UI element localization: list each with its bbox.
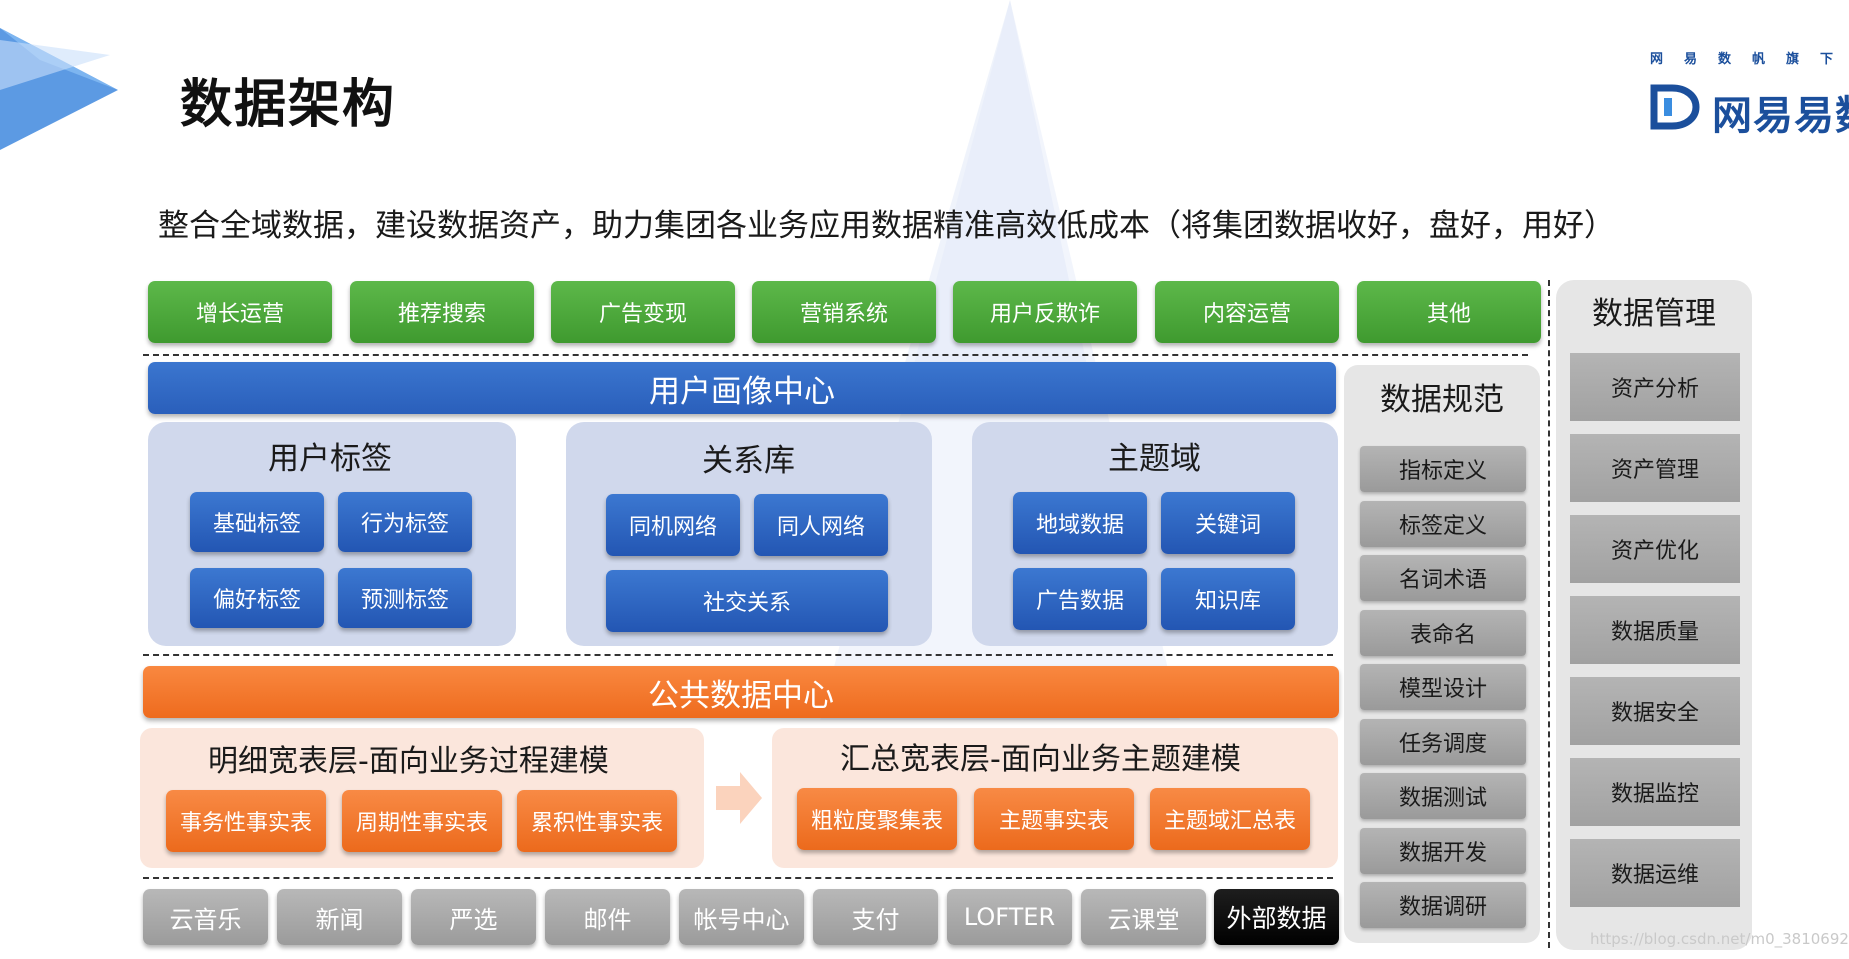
- source-cloud-music[interactable]: 云音乐: [143, 889, 268, 945]
- public-data-center-bar: 公共数据中心: [143, 666, 1339, 718]
- relation-social[interactable]: 社交关系: [606, 570, 888, 632]
- subject-ad-data[interactable]: 广告数据: [1013, 568, 1147, 630]
- source-payment[interactable]: 支付: [813, 889, 938, 945]
- source-yanxuan[interactable]: 严选: [411, 889, 536, 945]
- source-mail[interactable]: 邮件: [545, 889, 670, 945]
- source-cloud-classroom[interactable]: 云课堂: [1081, 889, 1206, 945]
- source-account-center[interactable]: 帐号中心: [679, 889, 804, 945]
- mgmt-asset-optimization[interactable]: 资产优化: [1570, 515, 1740, 583]
- panel-title-user-tags: 用户标签: [268, 441, 392, 477]
- standard-data-testing[interactable]: 数据测试: [1360, 773, 1526, 819]
- page-subtitle: 整合全域数据，建设数据资产，助力集团各业务应用数据精准高效低成本（将集团数据收好…: [158, 208, 1615, 244]
- tag-basic[interactable]: 基础标签: [190, 492, 324, 552]
- logo-name: 网易易数: [1712, 93, 1849, 139]
- mgmt-data-operations[interactable]: 数据运维: [1570, 839, 1740, 907]
- app-growth-ops[interactable]: 增长运营: [148, 281, 332, 343]
- page-title: 数据架构: [180, 75, 397, 135]
- mgmt-asset-analysis[interactable]: 资产分析: [1570, 353, 1740, 421]
- standard-model-design[interactable]: 模型设计: [1360, 664, 1526, 710]
- mgmt-asset-management[interactable]: 资产管理: [1570, 434, 1740, 502]
- tag-preference[interactable]: 偏好标签: [190, 568, 324, 628]
- logo-tagline: 网易数帆旗下: [1650, 52, 1849, 67]
- mgmt-data-security[interactable]: 数据安全: [1570, 677, 1740, 745]
- relation-same-person[interactable]: 同人网络: [754, 494, 888, 556]
- standard-glossary[interactable]: 名词术语: [1360, 555, 1526, 601]
- panel-title-summary-layer: 汇总宽表层-面向业务主题建模: [840, 742, 1241, 777]
- panel-title-relation-db: 关系库: [702, 443, 795, 479]
- separator-top: [143, 354, 1528, 356]
- subject-keyword[interactable]: 关键词: [1161, 492, 1295, 554]
- agg-coarse-grain[interactable]: 粗粒度聚集表: [797, 788, 957, 850]
- panel-title-data-management: 数据管理: [1592, 296, 1716, 332]
- separator-middle: [143, 654, 1333, 656]
- separator-vertical: [1548, 280, 1550, 948]
- fact-accumulating[interactable]: 累积性事实表: [517, 790, 677, 852]
- fact-transaction[interactable]: 事务性事实表: [166, 790, 326, 852]
- user-profile-center-bar: 用户画像中心: [148, 362, 1336, 414]
- source-news[interactable]: 新闻: [277, 889, 402, 945]
- app-marketing-system[interactable]: 营销系统: [752, 281, 936, 343]
- source-external-data[interactable]: 外部数据: [1214, 889, 1339, 945]
- standard-data-research[interactable]: 数据调研: [1360, 882, 1526, 928]
- panel-title-detail-layer: 明细宽表层-面向业务过程建模: [208, 744, 609, 779]
- app-recommend-search[interactable]: 推荐搜索: [350, 281, 534, 343]
- netease-logo-icon: [1650, 84, 1700, 130]
- watermark: https://blog.csdn.net/m0_38106923: [1590, 930, 1849, 948]
- separator-bottom: [143, 877, 1333, 879]
- relation-same-device[interactable]: 同机网络: [606, 494, 740, 556]
- standard-tag-definition[interactable]: 标签定义: [1360, 501, 1526, 547]
- mgmt-data-monitoring[interactable]: 数据监控: [1570, 758, 1740, 826]
- app-ad-monetization[interactable]: 广告变现: [551, 281, 735, 343]
- source-lofter[interactable]: LOFTER: [947, 889, 1072, 945]
- standard-metric-definition[interactable]: 指标定义: [1360, 446, 1526, 492]
- app-other[interactable]: 其他: [1357, 281, 1541, 343]
- agg-subject-domain[interactable]: 主题域汇总表: [1150, 788, 1310, 850]
- standard-data-development[interactable]: 数据开发: [1360, 828, 1526, 874]
- agg-subject-fact[interactable]: 主题事实表: [974, 788, 1134, 850]
- app-anti-fraud[interactable]: 用户反欺诈: [953, 281, 1137, 343]
- subject-region-data[interactable]: 地域数据: [1013, 492, 1147, 554]
- arrow-right-icon: [716, 772, 762, 824]
- standard-table-naming[interactable]: 表命名: [1360, 610, 1526, 656]
- panel-title-subject-domain: 主题域: [1108, 441, 1201, 477]
- subject-knowledge-base[interactable]: 知识库: [1161, 568, 1295, 630]
- fact-periodic[interactable]: 周期性事实表: [342, 790, 502, 852]
- tag-behavior[interactable]: 行为标签: [338, 492, 472, 552]
- standard-task-scheduling[interactable]: 任务调度: [1360, 719, 1526, 765]
- app-content-ops[interactable]: 内容运营: [1155, 281, 1339, 343]
- panel-title-data-standards: 数据规范: [1380, 382, 1504, 418]
- mgmt-data-quality[interactable]: 数据质量: [1570, 596, 1740, 664]
- tag-prediction[interactable]: 预测标签: [338, 568, 472, 628]
